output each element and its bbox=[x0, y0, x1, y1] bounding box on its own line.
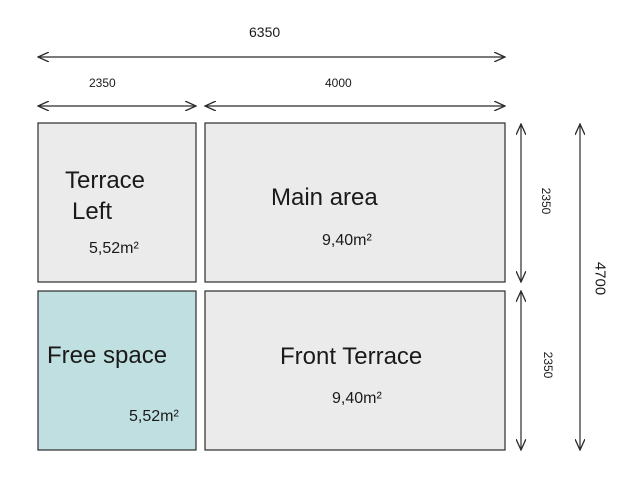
room-name-terrace-left-line1: Terrace bbox=[65, 167, 146, 194]
room-front-terrace bbox=[204, 290, 506, 451]
room-name-terrace-left-line2: Left bbox=[72, 198, 113, 225]
dimension-left-width: 2350 bbox=[89, 76, 116, 90]
room-terrace-left bbox=[37, 122, 197, 283]
room-main-area bbox=[204, 122, 506, 283]
dimension-bottom-height: 2350 bbox=[541, 351, 555, 379]
room-free-space bbox=[37, 290, 197, 451]
room-name-main-area: Main area bbox=[271, 184, 378, 211]
dimension-total-width: 6350 bbox=[249, 24, 281, 40]
room-area-main-area: 9,40m² bbox=[322, 232, 372, 249]
dimension-right-width: 4000 bbox=[325, 76, 352, 90]
room-area-free-space: 5,52m² bbox=[129, 408, 179, 425]
dimension-total-height: 4700 bbox=[591, 261, 609, 296]
room-name-free-space: Free space bbox=[47, 342, 168, 369]
room-name-front-terrace: Front Terrace bbox=[280, 343, 423, 370]
room-area-terrace-left: 5,52m² bbox=[89, 240, 139, 257]
room-area-front-terrace: 9,40m² bbox=[332, 390, 382, 407]
dimension-top-height: 2350 bbox=[539, 187, 553, 215]
